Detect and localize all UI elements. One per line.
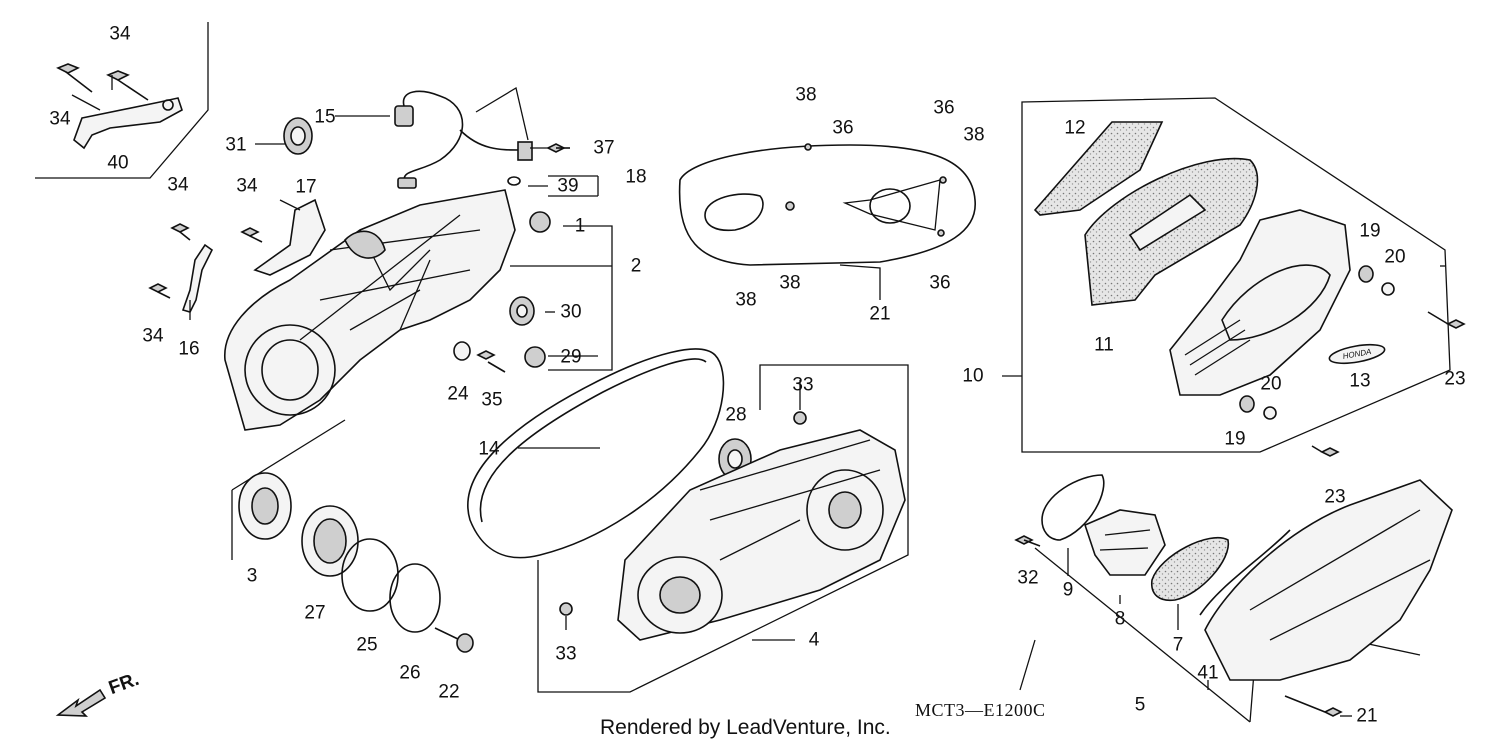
callout-34: 34: [167, 175, 189, 196]
callout-1: 1: [575, 216, 586, 237]
callout-23: 23: [1444, 369, 1465, 390]
callout-21: 21: [869, 304, 890, 325]
callout-20: 20: [1260, 374, 1281, 395]
callout-37: 37: [593, 138, 614, 159]
small-parts-upper: [148, 143, 570, 373]
callout-20: 20: [1384, 247, 1405, 268]
callout-18: 18: [625, 167, 646, 188]
callout-5: 5: [1135, 695, 1146, 716]
bearing-group-lower: [238, 472, 474, 653]
callout-33: 33: [555, 644, 576, 665]
callout-34: 34: [142, 326, 164, 347]
callout-38: 38: [795, 85, 816, 106]
callout-4: 4: [809, 630, 820, 651]
render-credit: Rendered by LeadVenture, Inc.: [600, 716, 891, 739]
sensor-harness-15: [394, 86, 533, 189]
callout-38: 38: [735, 290, 756, 311]
callout-19: 19: [1359, 221, 1380, 242]
callout-39: 39: [557, 176, 578, 197]
callout-17: 17: [295, 177, 316, 198]
callout-19: 19: [1224, 429, 1245, 450]
callout-10: 10: [962, 366, 983, 387]
callout-34: 34: [109, 24, 131, 45]
air-duct-group-5: [1014, 474, 1453, 717]
callout-13: 13: [1349, 371, 1370, 392]
callout-28: 28: [725, 405, 746, 426]
callout-9: 9: [1063, 580, 1074, 601]
callout-8: 8: [1115, 609, 1126, 630]
callout-3: 3: [247, 566, 258, 587]
front-direction-arrow: FR.: [55, 669, 142, 717]
direction-label: FR.: [106, 669, 142, 699]
callout-21: 21: [1356, 706, 1377, 727]
callout-31: 31: [225, 135, 246, 156]
callout-15: 15: [314, 107, 335, 128]
callout-33: 33: [792, 375, 813, 396]
callout-41: 41: [1197, 663, 1218, 684]
callout-25: 25: [356, 635, 377, 656]
callout-24: 24: [447, 384, 469, 405]
gasket-21: [678, 143, 976, 266]
callout-36: 36: [929, 273, 950, 294]
callout-36: 36: [832, 118, 853, 139]
callout-27: 27: [304, 603, 325, 624]
callout-32: 32: [1017, 568, 1038, 589]
callout-35: 35: [481, 390, 502, 411]
callout-7: 7: [1173, 635, 1184, 656]
left-crankcase-cover-2: [224, 189, 516, 431]
callout-40: 40: [107, 153, 128, 174]
callout-36: 36: [933, 98, 954, 119]
callout-11: 11: [1094, 335, 1114, 356]
outer-cover-group-10: HONDA: [1033, 121, 1466, 457]
bearing-31: [283, 117, 313, 155]
diagram-code: MCT3—E1200C: [915, 700, 1046, 720]
callout-29: 29: [560, 347, 581, 368]
callout-22: 22: [438, 682, 459, 703]
callout-34: 34: [236, 176, 258, 197]
callout-38: 38: [779, 273, 800, 294]
callout-16: 16: [178, 339, 199, 360]
callout-30: 30: [560, 302, 581, 323]
callout-23: 23: [1324, 487, 1345, 508]
leader-lines: [189, 115, 1445, 717]
callout-2: 2: [631, 256, 642, 277]
callout-38: 38: [963, 125, 984, 146]
callout-12: 12: [1064, 118, 1085, 139]
callout-14: 14: [478, 439, 500, 460]
callout-26: 26: [399, 663, 420, 684]
right-crankcase-cover-4: [559, 411, 906, 641]
callout-numbers: 34 34 40 31 15 37 39 18 34 34 17 1 2 30 …: [49, 24, 1465, 727]
callout-34: 34: [49, 109, 71, 130]
drive-belt-14: [467, 348, 725, 559]
bracket-40: [56, 63, 183, 150]
